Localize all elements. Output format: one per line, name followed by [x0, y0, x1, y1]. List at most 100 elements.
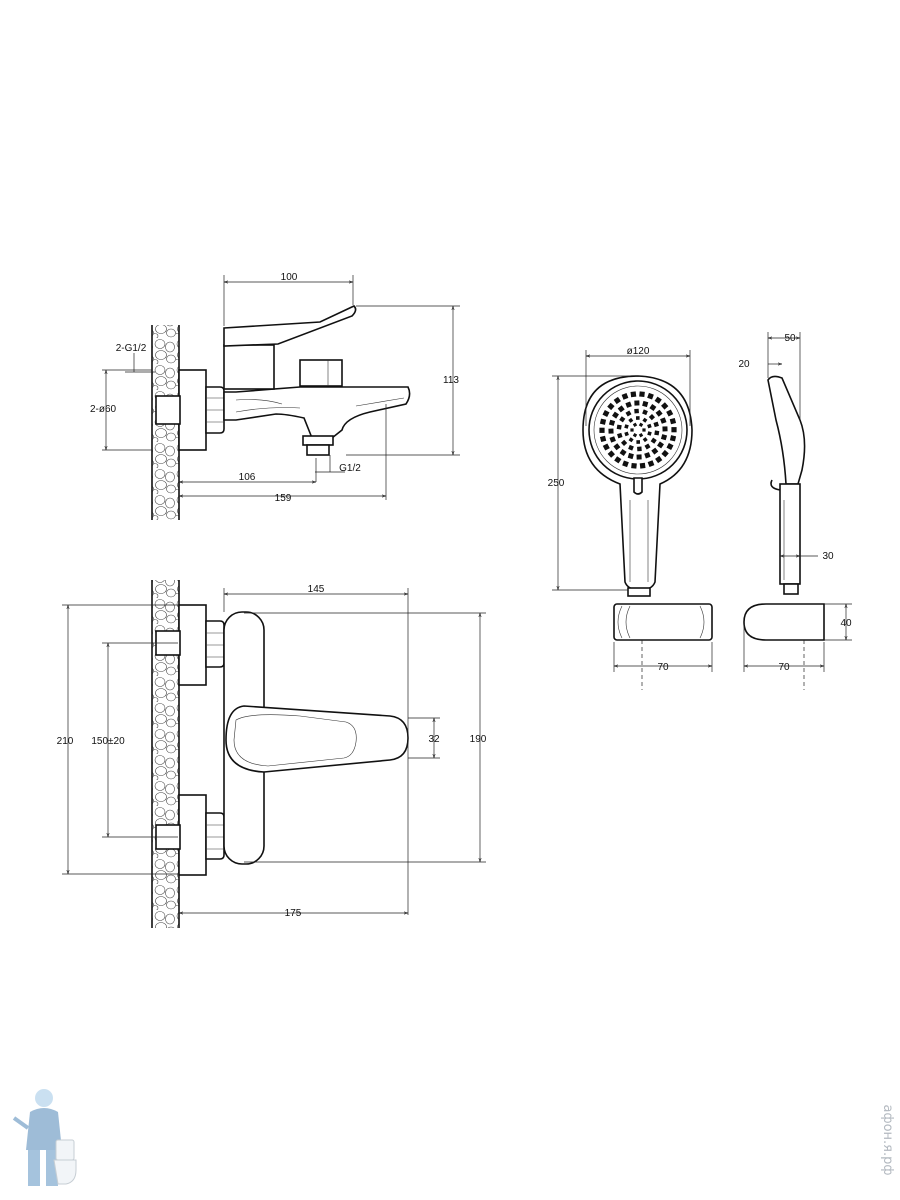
spray-nozzle: [599, 418, 607, 425]
handle-side: [779, 483, 801, 585]
spray-nozzle: [636, 454, 642, 460]
spray-nozzle: [651, 447, 659, 455]
spray-nozzle: [648, 413, 656, 421]
dim-inlet-thread: 2-G1/2: [116, 343, 147, 354]
nut-upper: [205, 620, 225, 668]
side-view-mixer: 100 113 2-G1/2 2-ø60 G1/2 106 159: [90, 272, 460, 520]
spray-nozzle: [666, 443, 674, 450]
spray-nozzle: [631, 462, 637, 469]
dim-spout-projection: 159: [275, 493, 292, 504]
spray-nozzle: [644, 452, 651, 459]
spray-nozzle: [612, 411, 619, 419]
spray-nozzle: [642, 409, 648, 416]
dim-lever-width: 32: [428, 734, 440, 745]
spray-nozzle: [636, 440, 641, 444]
mixer-body: [223, 386, 411, 439]
spray-nozzle: [661, 449, 669, 458]
spray-nozzle: [639, 391, 645, 398]
spray-nozzle: [628, 437, 634, 443]
hand-shower-side: 50 20 30 40 70: [738, 332, 852, 690]
dim-body-height: 190: [470, 734, 487, 745]
spray-nozzle: [654, 430, 660, 436]
spray-nozzle: [647, 460, 655, 467]
lever-handle: [223, 305, 357, 347]
dim-handle-width: 30: [822, 551, 834, 562]
dim-shower-length: 250: [548, 478, 565, 489]
spray-nozzle: [638, 433, 644, 438]
spray-nozzle: [630, 428, 634, 432]
cover-plate: [178, 369, 207, 451]
dim-outlet-offset: 106: [239, 472, 256, 483]
cover-plate-upper: [178, 604, 207, 686]
spray-nozzle: [630, 391, 637, 398]
dim-height: 113: [443, 375, 459, 386]
spray-nozzle: [671, 427, 677, 433]
spray-nozzle: [619, 416, 626, 423]
dim-head-diameter: ø120: [627, 346, 650, 357]
spray-nozzle: [634, 400, 640, 406]
dim-projection: 175: [285, 908, 302, 919]
spray-nozzle: [647, 392, 654, 400]
front-view-mixer: 145 210 150±20 32 190 175: [57, 580, 487, 928]
spray-nozzle: [613, 443, 621, 451]
spray-nozzle: [642, 417, 648, 423]
spray-nozzle: [616, 424, 622, 430]
spray-nozzle: [649, 404, 657, 411]
spray-nozzle: [661, 402, 669, 410]
spray-nozzle: [653, 421, 659, 428]
wall-holder-front: [613, 603, 713, 641]
spray-nozzle: [599, 435, 607, 443]
spray-nozzle: [660, 417, 667, 424]
spray-nozzle: [638, 422, 644, 427]
lever-front: [225, 705, 409, 773]
watermark-text: афон.я.рф: [880, 1105, 895, 1176]
dim-handle-length: 100: [281, 272, 298, 283]
spray-nozzle: [622, 460, 629, 468]
spray-nozzle: [624, 424, 629, 429]
spray-nozzles: [599, 391, 677, 469]
spray-nozzle: [625, 410, 632, 417]
spray-nozzle: [660, 434, 668, 441]
dim-holder-width-front: 70: [657, 662, 669, 673]
spray-nozzle: [642, 437, 648, 443]
plumber-mascot-icon: [12, 1089, 77, 1186]
shower-head-side: [767, 375, 806, 485]
mode-switch: [633, 477, 643, 495]
dim-outlet-thread: G1/2: [339, 463, 361, 474]
spray-nozzle: [602, 410, 610, 417]
spray-nozzle: [666, 409, 674, 417]
spray-nozzle: [599, 427, 605, 433]
hand-shower-front: ø120 250 70: [548, 346, 713, 690]
dim-side-depth: 50: [784, 333, 796, 344]
spray-nozzle: [650, 437, 657, 444]
inlet-pipe: [155, 395, 181, 425]
cover-plate-lower: [178, 794, 207, 876]
spray-nozzle: [642, 428, 646, 432]
spray-nozzle: [628, 417, 634, 423]
dim-holder-width-side: 70: [778, 662, 790, 673]
nut-lower: [205, 812, 225, 860]
spray-nozzle: [607, 402, 615, 411]
diverter-knob: [299, 359, 343, 387]
cartridge-housing: [223, 344, 275, 390]
spray-nozzle: [607, 450, 615, 458]
spray-nozzle: [632, 422, 638, 427]
spray-nozzle: [647, 423, 652, 429]
spray-nozzle: [613, 396, 621, 405]
spray-nozzle: [662, 426, 668, 432]
spray-nozzle: [642, 400, 649, 408]
dim-centre-distance: 150±20: [91, 736, 125, 747]
spray-nozzle: [608, 428, 614, 434]
spray-nozzle: [617, 405, 625, 413]
spray-nozzle: [624, 431, 629, 437]
spray-nozzle: [655, 409, 663, 417]
spray-nozzle: [669, 417, 677, 425]
spray-nozzle: [617, 432, 623, 439]
spray-nozzle: [635, 416, 640, 420]
dim-overall-height: 210: [57, 736, 74, 747]
dim-holder-height: 40: [840, 618, 852, 629]
spray-nozzle: [647, 431, 652, 436]
spray-nozzle: [669, 435, 677, 442]
shower-outlet: [302, 435, 334, 446]
